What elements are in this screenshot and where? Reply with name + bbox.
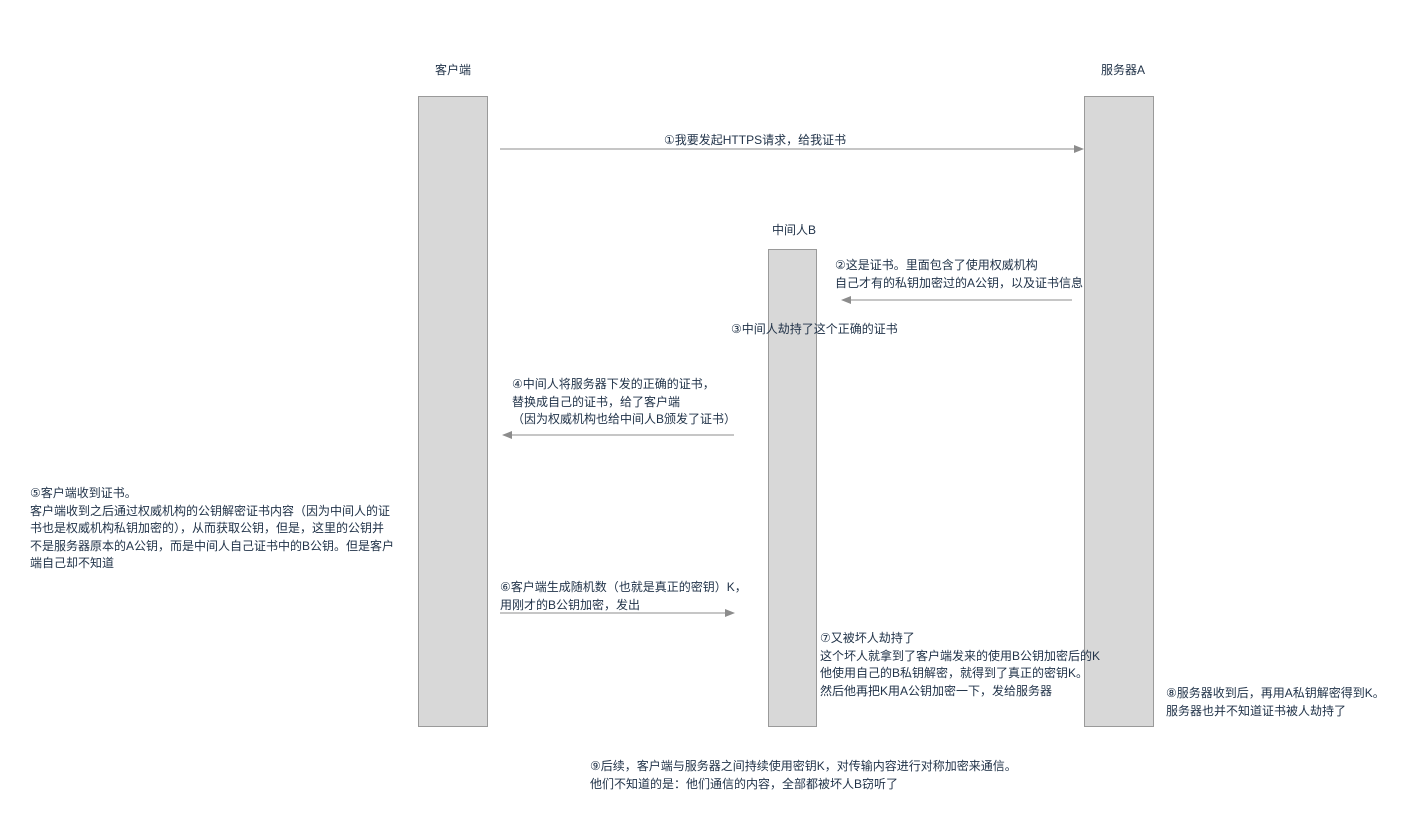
step-4-note: ④中间人将服务器下发的正确的证书， 替换成自己的证书，给了客户端 （因为权威机构… bbox=[512, 376, 736, 429]
step-7-line: ⑦又被坏人劫持了 bbox=[820, 631, 915, 645]
step-9-note: ⑨后续，客户端与服务器之间持续使用密钥K，对传输内容进行对称加密来通信。 他们不… bbox=[590, 758, 1017, 793]
step-7-line: 然后他再把K用A公钥加密一下，发给服务器 bbox=[820, 683, 1053, 698]
step-5-line: 不是服务器原本的A公钥，而是中间人自己证书中的B公钥。但是客户 bbox=[30, 538, 395, 553]
step-5-line: 客户端收到之后通过权威机构的公钥解密证书内容（因为中间人的证 bbox=[30, 503, 391, 518]
step-2-line: 自己才有的私钥加密过的A公钥，以及证书信息 bbox=[835, 275, 1084, 290]
step-6-note: ⑥客户端生成随机数（也就是真正的密钥）K， 用刚才的B公钥加密，发出 bbox=[500, 579, 747, 614]
step-5-line: 书也是权威机构私钥加密的），从而获取公钥，但是，这里的公钥并 bbox=[30, 521, 385, 535]
mitm-lifeline-bar bbox=[768, 249, 817, 727]
step-7-note: ⑦又被坏人劫持了 这个坏人就拿到了客户端发来的使用B公钥加密后的K 他使用自己的… bbox=[820, 630, 1100, 700]
step-3-note: ③中间人劫持了这个正确的证书 bbox=[731, 321, 898, 339]
step-5-note: ⑤客户端收到证书。 客户端收到之后通过权威机构的公钥解密证书内容（因为中间人的证… bbox=[30, 485, 394, 573]
step-4-line: ④中间人将服务器下发的正确的证书， bbox=[512, 377, 715, 391]
client-lifeline-bar bbox=[418, 96, 488, 727]
step-8-line: ⑧服务器收到后，再用A私钥解密得到K。 bbox=[1166, 686, 1385, 700]
step-5-line: 端自己却不知道 bbox=[30, 556, 115, 570]
step-6-line: 用刚才的B公钥加密，发出 bbox=[500, 597, 641, 612]
participant-server-label: 服务器A bbox=[1101, 63, 1146, 77]
step-7-line: 他使用自己的B私钥解密，就得到了真正的密钥K。 bbox=[820, 666, 1089, 680]
server-lifeline-bar bbox=[1084, 96, 1154, 727]
step-2-line: ②这是证书。里面包含了使用权威机构 bbox=[835, 258, 1038, 272]
step-4-line: 替换成自己的证书，给了客户端 bbox=[512, 394, 681, 409]
step-9-line: ⑨后续，客户端与服务器之间持续使用密钥K，对传输内容进行对称加密来通信。 bbox=[590, 759, 1017, 773]
step-1-line: ①我要发起HTTPS请求，给我证书 bbox=[664, 133, 847, 147]
step-6-line: ⑥客户端生成随机数（也就是真正的密钥）K， bbox=[500, 580, 747, 594]
step-8-note: ⑧服务器收到后，再用A私钥解密得到K。 服务器也并不知道证书被人劫持了 bbox=[1166, 685, 1385, 720]
step-3-line: ③中间人劫持了这个正确的证书 bbox=[731, 322, 898, 336]
step-7-line: 这个坏人就拿到了客户端发来的使用B公钥加密后的K bbox=[820, 648, 1101, 663]
step-8-line: 服务器也并不知道证书被人劫持了 bbox=[1166, 703, 1347, 718]
participant-mitm-label: 中间人B bbox=[772, 223, 817, 237]
step-5-line: ⑤客户端收到证书。 bbox=[30, 486, 137, 500]
step-9-line: 他们不知道的是：他们通信的内容，全部都被坏人B窃听了 bbox=[590, 776, 899, 791]
step-4-line: （因为权威机构也给中间人B颁发了证书） bbox=[512, 412, 737, 426]
participant-client-label: 客户端 bbox=[435, 63, 472, 77]
step-2-note: ②这是证书。里面包含了使用权威机构 自己才有的私钥加密过的A公钥，以及证书信息 bbox=[835, 257, 1083, 292]
step-1-note: ①我要发起HTTPS请求，给我证书 bbox=[664, 132, 846, 150]
